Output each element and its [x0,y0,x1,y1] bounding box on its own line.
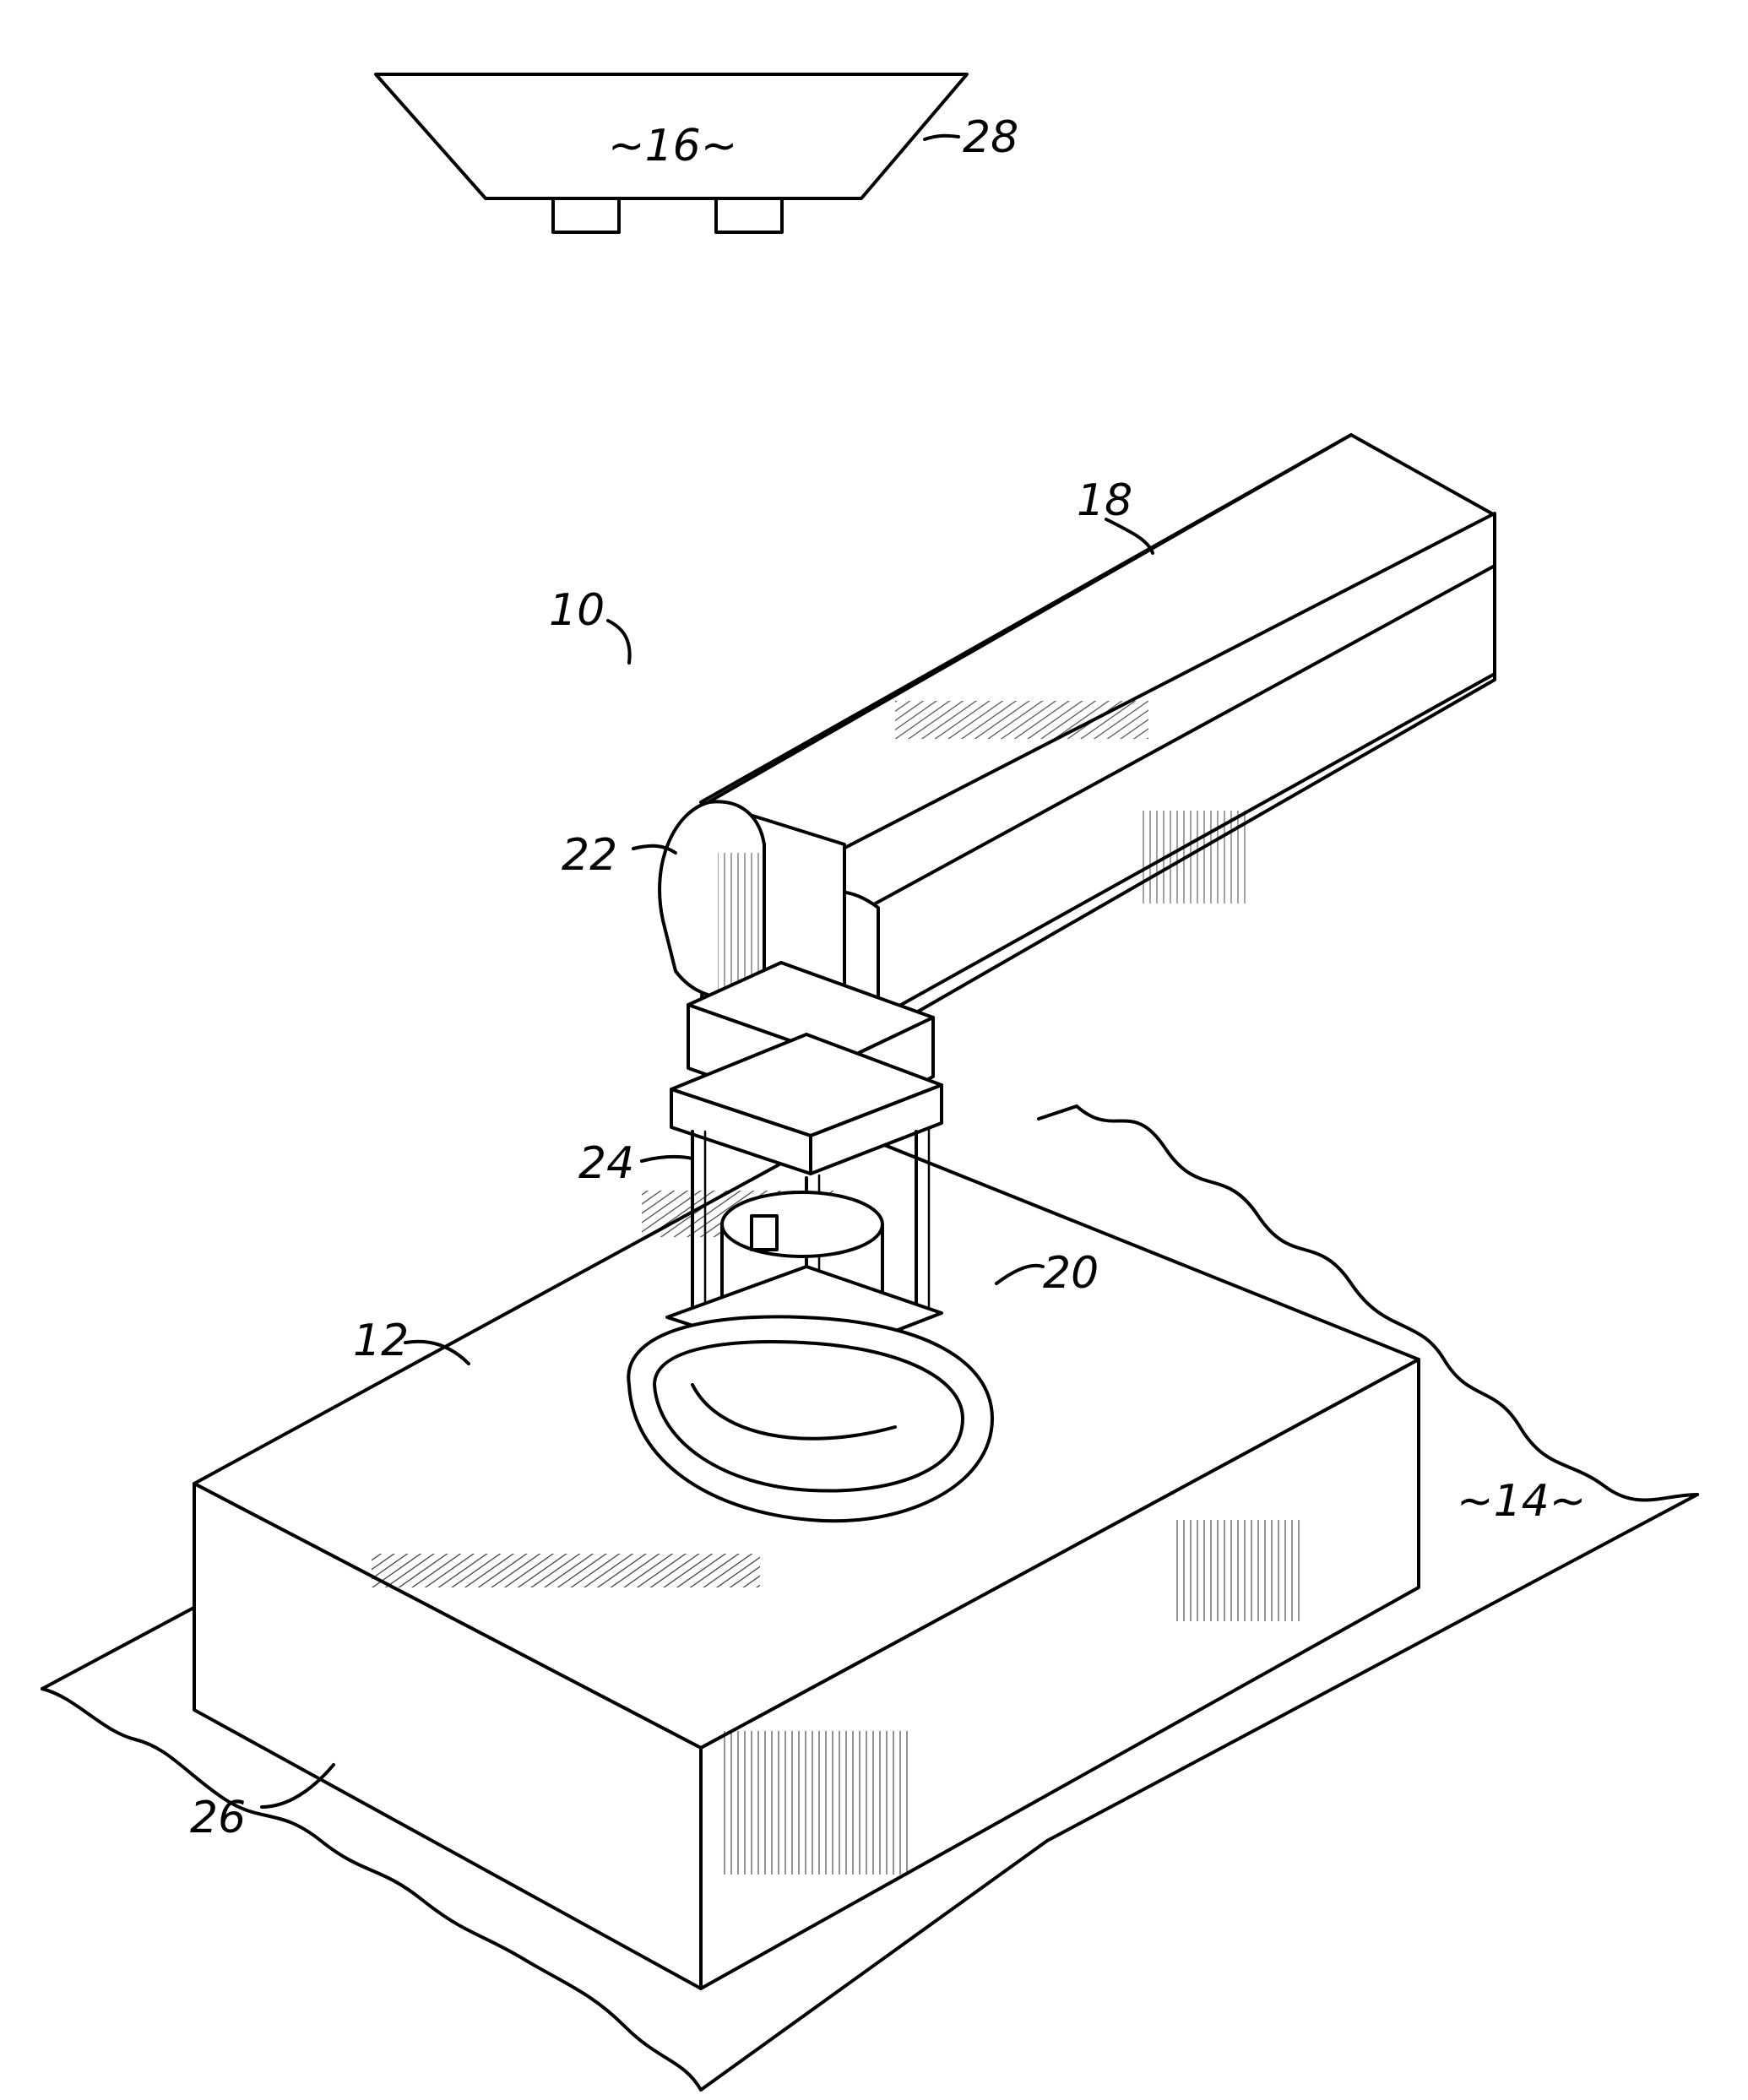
label-24: 24 [578,1138,634,1189]
label-26: 26 [190,1793,246,1843]
label-16: ~16~ [608,121,737,171]
label-20: 20 [1043,1248,1099,1299]
label-14: ~14~ [1457,1476,1586,1527]
label-28: 28 [963,112,1018,163]
box-front-shading [372,1554,760,1587]
label-12: 12 [353,1316,409,1366]
leader-24 [642,1157,692,1161]
arm-top-shading [895,701,1148,739]
vacuum-cylinder-top [722,1192,882,1256]
box-right-shading-1 [1174,1520,1300,1621]
box-right-shading-2 [722,1731,908,1875]
arm-side-shading [1140,811,1250,903]
container-foot-right [716,198,782,232]
label-10: 10 [549,585,605,636]
label-22: 22 [562,830,617,881]
leader-10 [608,621,630,663]
label-18: 18 [1077,475,1132,526]
container-foot-left [553,198,619,232]
leader-28 [925,136,958,139]
